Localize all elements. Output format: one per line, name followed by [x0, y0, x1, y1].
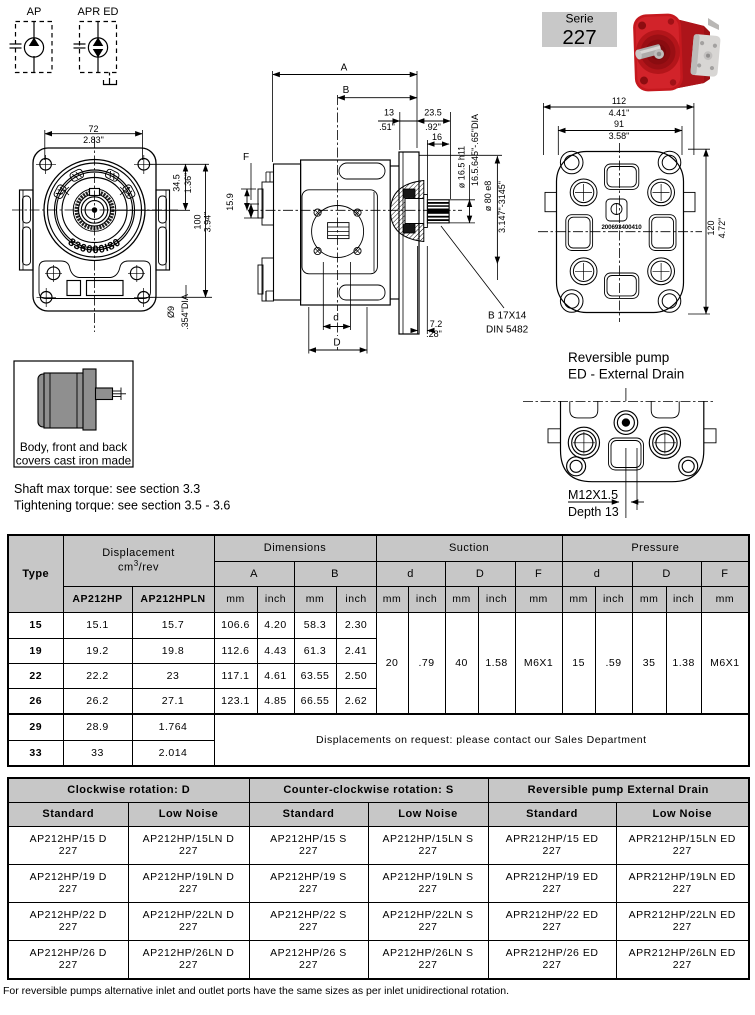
- svg-text:34.5: 34.5: [172, 174, 182, 192]
- svg-text:200693400410: 200693400410: [601, 224, 642, 231]
- svg-text:D: D: [333, 338, 340, 349]
- svg-text:DIN 5482: DIN 5482: [486, 325, 529, 336]
- svg-text:F: F: [243, 152, 249, 163]
- svg-text:.28": .28": [426, 329, 442, 339]
- svg-text:227: 227: [562, 26, 596, 49]
- svg-text:1.36": 1.36": [183, 173, 193, 194]
- svg-text:AP: AP: [27, 6, 42, 18]
- svg-text:2.83": 2.83": [83, 135, 104, 145]
- svg-text:15.9: 15.9: [225, 193, 235, 211]
- svg-text:Body, front and back: Body, front and back: [20, 440, 127, 454]
- svg-text:Ø9: Ø9: [166, 306, 176, 318]
- svg-text:120: 120: [706, 220, 716, 235]
- svg-text:100: 100: [193, 214, 203, 229]
- svg-text:72: 72: [88, 124, 98, 134]
- svg-text:4.41": 4.41": [609, 108, 630, 118]
- svg-text:M12X1.5: M12X1.5: [568, 488, 618, 502]
- svg-text:B: B: [343, 85, 350, 96]
- svg-text:APR ED: APR ED: [78, 6, 119, 18]
- svg-text:23.5: 23.5: [424, 108, 442, 118]
- svg-text:d: d: [333, 313, 339, 324]
- svg-text:covers cast iron made: covers cast iron made: [16, 454, 132, 468]
- svg-text:Tightening torque: see section: Tightening torque: see section 3.5 - 3.6: [14, 499, 230, 513]
- svg-text:3.147"-3145": 3.147"-3145": [497, 181, 507, 233]
- svg-text:13: 13: [384, 108, 394, 118]
- svg-text:ø 80 e8: ø 80 e8: [483, 181, 493, 212]
- svg-text:.51": .51": [379, 122, 395, 132]
- svg-text:91: 91: [614, 119, 624, 129]
- svg-text:.354"DIA: .354"DIA: [180, 294, 190, 330]
- svg-text:16: 16: [432, 132, 442, 142]
- svg-text:3.58": 3.58": [609, 131, 630, 141]
- svg-text:16.5.645"-.65"DIA: 16.5.645"-.65"DIA: [470, 114, 480, 186]
- svg-text:Reversible pump: Reversible pump: [568, 350, 669, 365]
- svg-text:112: 112: [612, 96, 626, 106]
- svg-text:4.72": 4.72": [717, 218, 727, 239]
- svg-text:.92": .92": [425, 122, 441, 132]
- svg-text:ED - External Drain: ED - External Drain: [568, 367, 684, 382]
- svg-text:Depth 13: Depth 13: [568, 505, 619, 519]
- svg-text:B 17X14: B 17X14: [488, 311, 527, 322]
- svg-text:ø 16.5 h11: ø 16.5 h11: [456, 146, 466, 188]
- svg-text:3.94": 3.94": [203, 212, 213, 233]
- svg-text:A: A: [341, 63, 348, 74]
- svg-text:Shaft max torque: see section: Shaft max torque: see section 3.3: [14, 482, 200, 496]
- svg-text:7.2: 7.2: [430, 319, 443, 329]
- svg-text:Serie: Serie: [565, 12, 593, 26]
